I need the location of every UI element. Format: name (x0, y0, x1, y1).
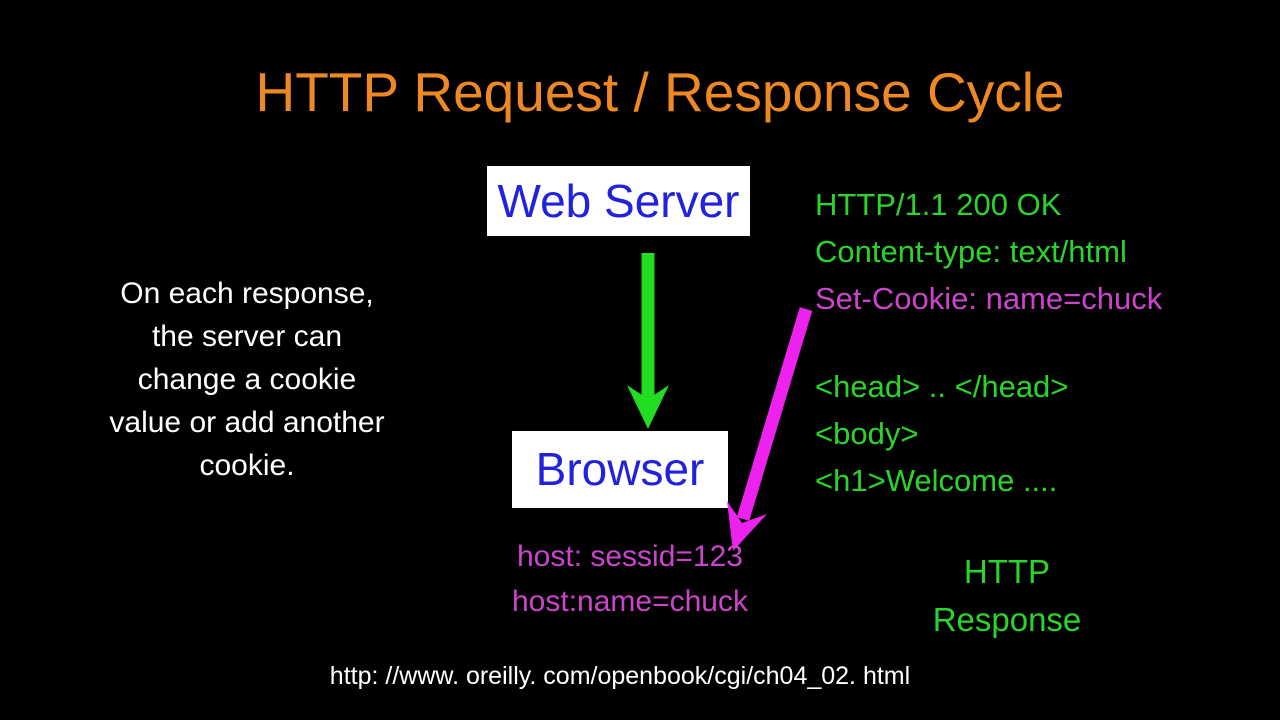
left-note: On each response, the server can change … (68, 272, 426, 487)
left-note-line: On each response, (120, 277, 374, 310)
browser-cookie-store: host: sessid=123 host:name=chuck (455, 534, 805, 624)
response-body: <head> .. </head> <body> <h1>Welcome ...… (815, 363, 1068, 504)
footer-url: http: //www. oreilly. com/openbook/cgi/c… (329, 662, 911, 690)
web-server-node: Web Server (487, 166, 750, 236)
left-note-line: value or add another (109, 406, 385, 439)
browser-node: Browser (512, 431, 728, 508)
response-headers: HTTP/1.1 200 OK Content-type: text/html … (815, 181, 1162, 322)
cookie-line: host:name=chuck (512, 585, 748, 618)
response-body-line: <h1>Welcome .... (815, 463, 1058, 498)
cookie-line: host: sessid=123 (517, 540, 743, 573)
server-to-browser-arrow (627, 253, 669, 429)
response-status-line: HTTP/1.1 200 OK (815, 187, 1062, 222)
http-response-caption-line: HTTP (963, 553, 1051, 590)
content-type-line: Content-type: text/html (815, 234, 1127, 269)
set-cookie-to-host-arrow (727, 307, 813, 551)
left-note-line: the server can (151, 320, 343, 353)
http-response-caption: HTTP Response (907, 548, 1107, 644)
slide-title: HTTP Request / Response Cycle (255, 61, 1065, 123)
left-note-line: cookie. (199, 449, 295, 482)
response-body-line: <body> (815, 416, 919, 451)
response-body-line: <head> .. </head> (815, 369, 1069, 404)
http-response-caption-line: Response (932, 601, 1082, 638)
left-note-line: change a cookie (137, 363, 357, 396)
set-cookie-line: Set-Cookie: name=chuck (815, 281, 1163, 316)
